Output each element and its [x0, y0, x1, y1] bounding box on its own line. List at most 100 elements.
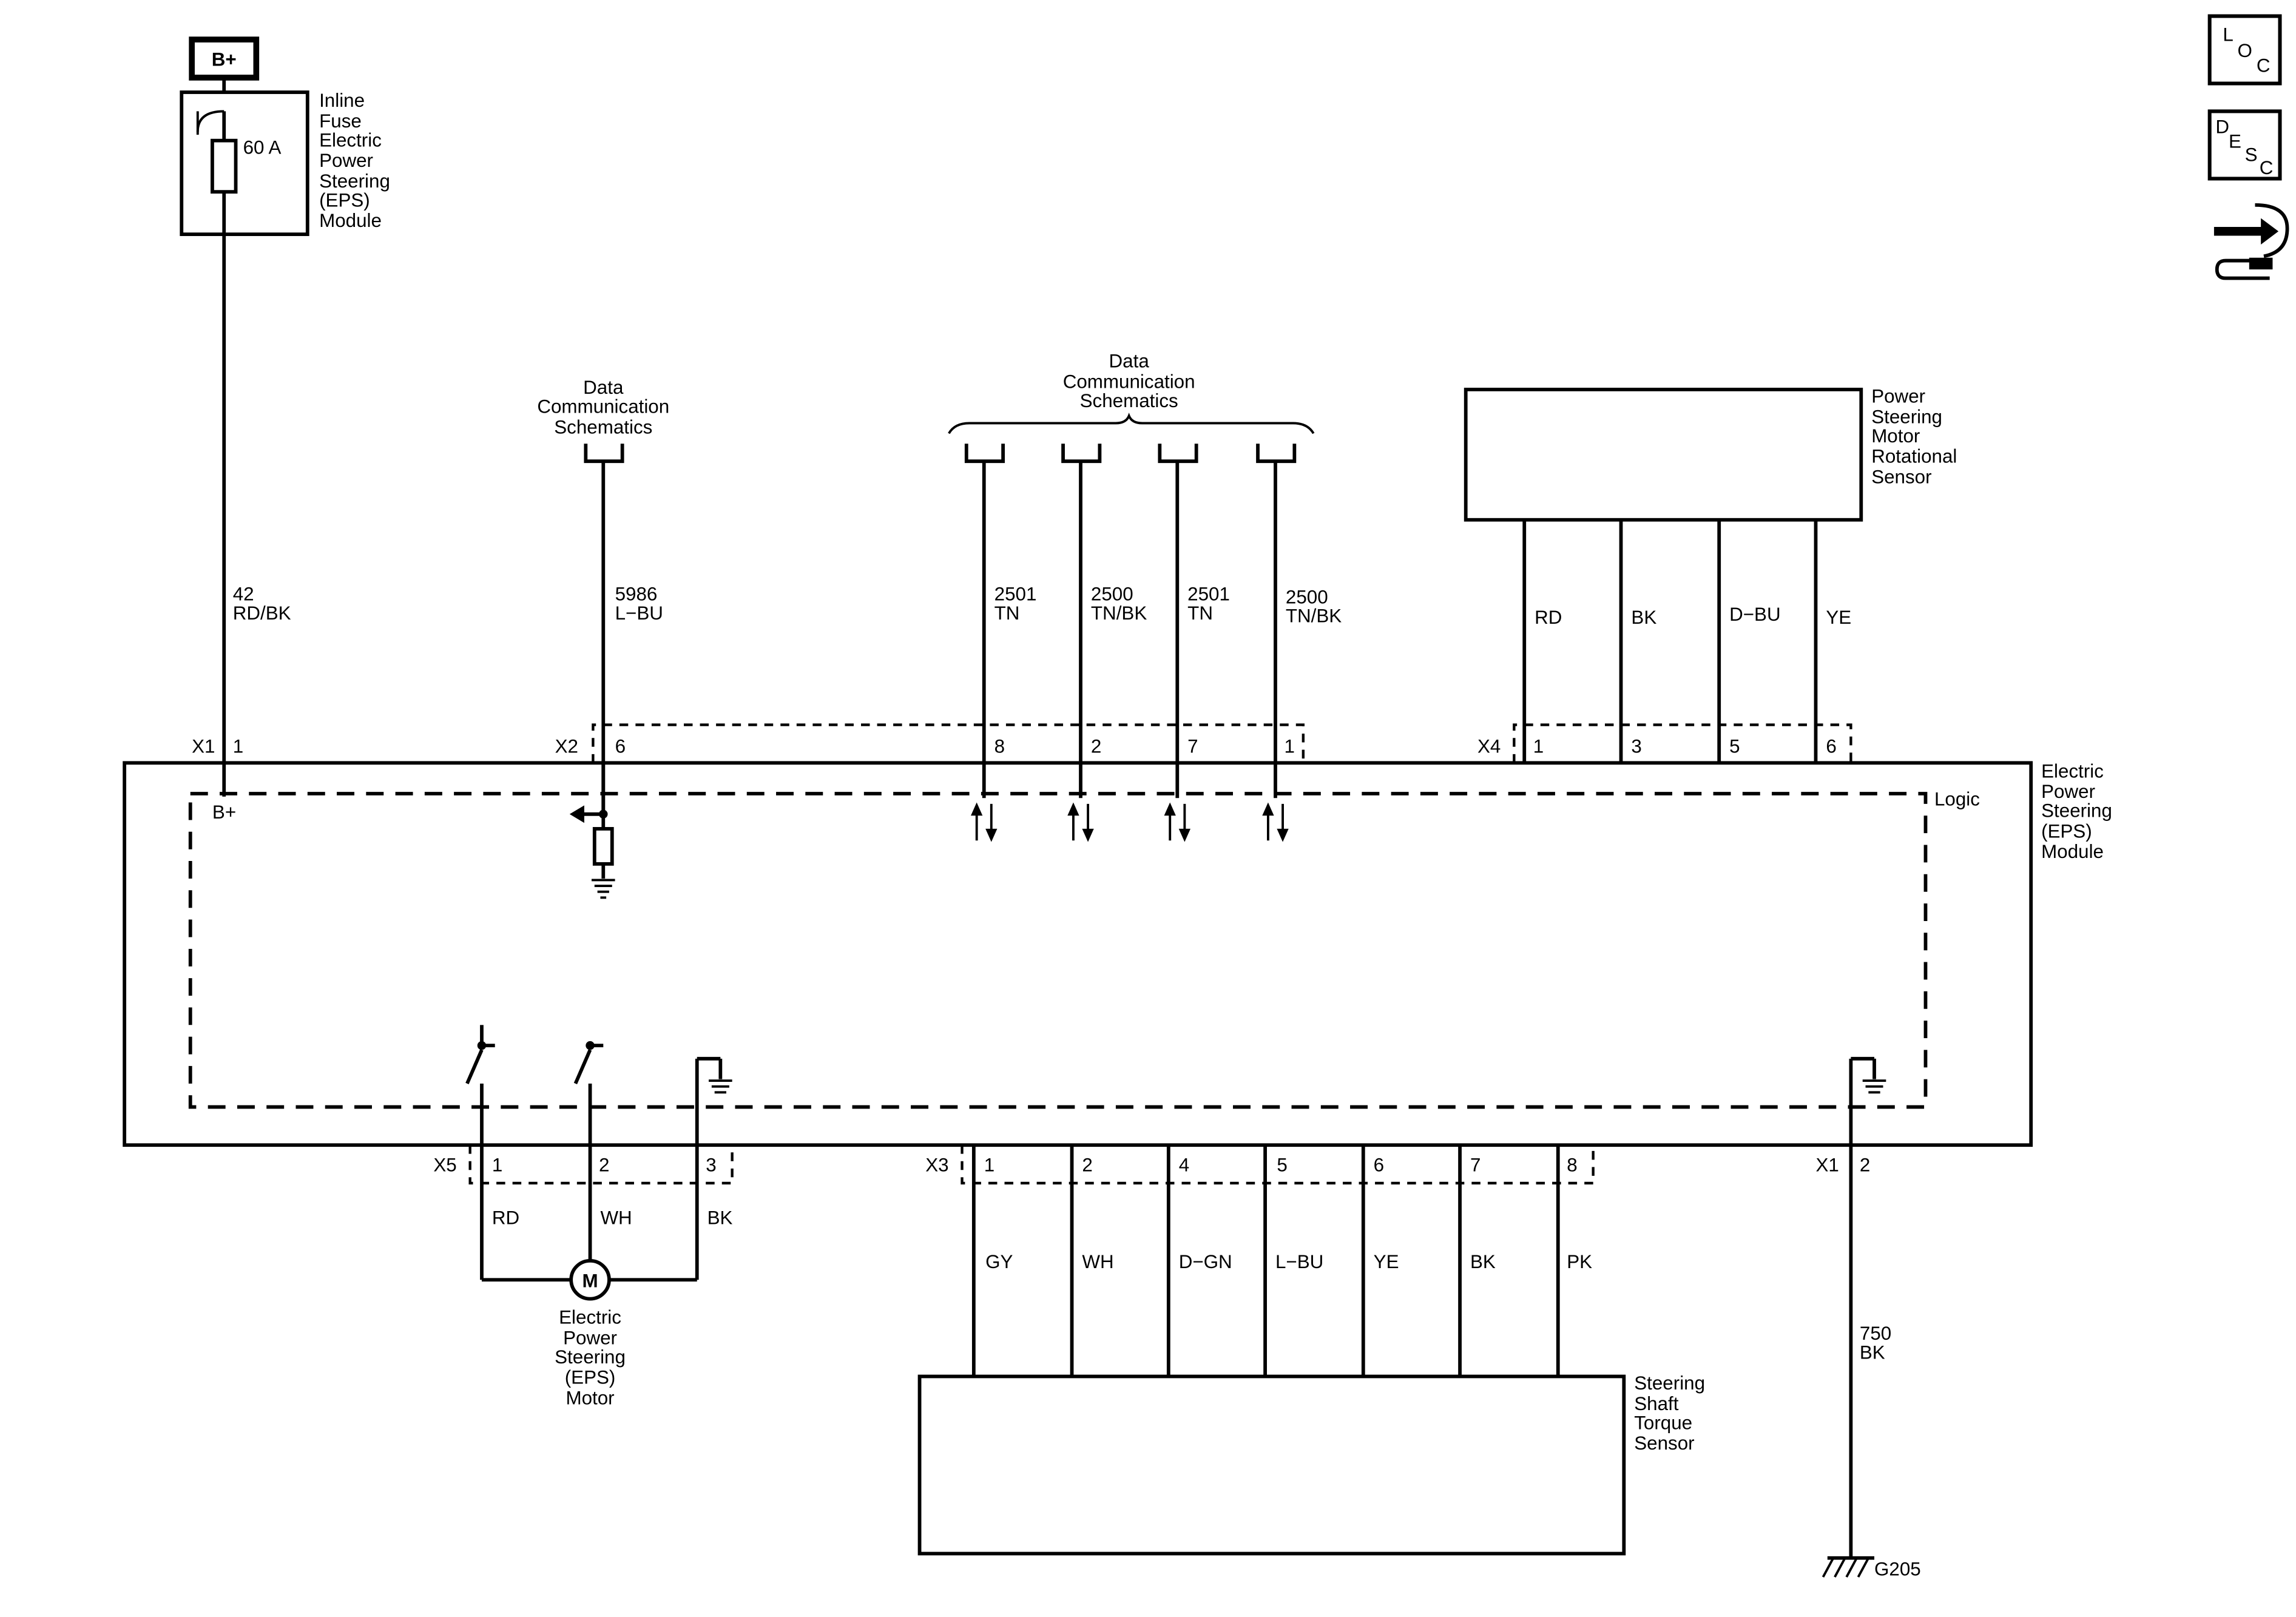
svg-text:BK: BK [1860, 1342, 1885, 1363]
connector-x1-bottom: X1 2 [1815, 1155, 1870, 1176]
bidirectional-arrow-icon [1164, 802, 1191, 842]
svg-text:6: 6 [1374, 1155, 1384, 1176]
svg-text:C: C [2257, 55, 2271, 76]
lin-wire-color: L−BU [615, 603, 663, 624]
motor-driver-switches [465, 1025, 732, 1146]
logic-boundary [188, 792, 1928, 1109]
svg-text:Communication: Communication [537, 396, 669, 417]
svg-text:1: 1 [1284, 735, 1294, 757]
svg-text:WH: WH [600, 1207, 632, 1229]
svg-text:O: O [2238, 40, 2252, 61]
svg-text:3: 3 [706, 1155, 716, 1176]
loc-icon[interactable]: L O C [2207, 14, 2282, 86]
svg-text:2: 2 [1082, 1155, 1092, 1176]
svg-text:2501: 2501 [1187, 583, 1230, 604]
module-ground [1849, 1056, 1886, 1146]
svg-text:2501: 2501 [994, 583, 1037, 604]
svg-text:Electric: Electric [319, 129, 382, 150]
torque-sensor: GY WH D−GN L−BU YE BK PK Steering Shaft … [917, 1145, 1705, 1556]
svg-text:2: 2 [1860, 1155, 1870, 1176]
fuse-name: Inline Fuse Electric Power Steering (EPS… [319, 90, 390, 231]
connector-x5: X5 1 2 3 [433, 1145, 734, 1185]
lin-wire-circuit: 5986 [615, 583, 658, 604]
svg-text:Steering: Steering [1634, 1372, 1705, 1394]
eps-motor: M RD WH BK Electric Power Steering (EPS)… [480, 1145, 733, 1408]
svg-text:2500: 2500 [1286, 586, 1328, 607]
svg-text:Schematics: Schematics [1080, 390, 1178, 411]
svg-text:Power: Power [563, 1327, 617, 1348]
svg-text:Module: Module [2041, 841, 2104, 862]
power-wire-color: RD/BK [233, 603, 291, 624]
svg-text:Motor: Motor [566, 1387, 614, 1408]
desc-icon[interactable]: D E S C [2207, 109, 2282, 181]
svg-text:Schematics: Schematics [554, 416, 652, 437]
svg-text:750: 750 [1860, 1323, 1891, 1344]
svg-text:Module: Module [319, 210, 382, 231]
svg-text:TN/BK: TN/BK [1286, 606, 1342, 627]
svg-text:BK: BK [1470, 1251, 1496, 1272]
svg-text:YE: YE [1374, 1251, 1399, 1272]
svg-text:Torque: Torque [1634, 1412, 1692, 1433]
svg-text:Steering: Steering [319, 170, 390, 192]
connector-x4: X4 1 3 5 6 [1477, 723, 1852, 763]
svg-text:(EPS): (EPS) [565, 1367, 616, 1388]
svg-text:D: D [2215, 116, 2229, 138]
power-wire-circuit: 42 [233, 583, 254, 604]
svg-text:1: 1 [1533, 735, 1544, 757]
eps-module: Logic B+ Electric Power Steering (EPS) M… [123, 760, 2112, 1147]
svg-text:RD: RD [492, 1207, 519, 1229]
svg-text:Inline: Inline [319, 90, 365, 111]
svg-text:PK: PK [1567, 1251, 1592, 1272]
resistor-icon [592, 827, 614, 866]
svg-text:X1: X1 [192, 735, 215, 757]
svg-text:Sensor: Sensor [1871, 466, 1931, 487]
bidirectional-arrow-icon [1262, 802, 1289, 842]
svg-text:3: 3 [1631, 735, 1641, 757]
svg-text:Motor: Motor [1871, 425, 1920, 447]
logic-label: Logic [1934, 788, 1980, 809]
svg-text:7: 7 [1470, 1155, 1481, 1176]
svg-text:RD: RD [1535, 607, 1562, 628]
can-wires: 2501 TN 2500 TN/BK 2501 TN 2500 TN/BK [982, 461, 1342, 798]
svg-text:M: M [582, 1270, 598, 1291]
svg-text:8: 8 [1567, 1155, 1577, 1176]
svg-text:Steering: Steering [555, 1346, 626, 1368]
svg-text:TN: TN [1187, 603, 1213, 624]
svg-text:1: 1 [492, 1155, 502, 1176]
svg-text:8: 8 [994, 735, 1005, 757]
svg-text:Power: Power [2041, 781, 2095, 802]
svg-text:Power: Power [1871, 386, 1925, 407]
svg-text:5: 5 [1729, 735, 1740, 757]
rotational-sensor: Power Steering Motor Rotational Sensor R… [1464, 386, 1957, 763]
svg-text:GY: GY [985, 1251, 1013, 1272]
bidirectional-arrow-icon [1067, 802, 1094, 842]
svg-text:7: 7 [1187, 735, 1198, 757]
svg-text:Data: Data [583, 377, 624, 398]
battery-label: B+ [212, 49, 237, 70]
motor-icon [569, 1258, 611, 1301]
svg-text:Electric: Electric [559, 1307, 621, 1328]
battery-terminal: B+ [189, 36, 260, 93]
module-bplus-label: B+ [212, 802, 236, 823]
svg-text:D−GN: D−GN [1179, 1251, 1232, 1272]
svg-text:TN/BK: TN/BK [1091, 603, 1147, 624]
svg-text:YE: YE [1826, 607, 1851, 628]
ground-g205: 750 BK G205 [1822, 1145, 1921, 1580]
svg-text:1: 1 [984, 1155, 994, 1176]
connector-tool-icon[interactable] [2213, 203, 2289, 280]
svg-text:X3: X3 [925, 1155, 948, 1176]
svg-text:Data: Data [1109, 351, 1150, 372]
svg-text:BK: BK [1631, 607, 1656, 628]
svg-text:(EPS): (EPS) [319, 189, 370, 211]
svg-text:E: E [2229, 131, 2241, 152]
svg-text:L−BU: L−BU [1275, 1251, 1323, 1272]
fuse-icon [211, 138, 238, 194]
svg-text:C: C [2260, 157, 2274, 178]
svg-text:6: 6 [1826, 735, 1836, 757]
svg-text:BK: BK [707, 1207, 733, 1229]
arrow-left-icon [569, 805, 584, 823]
svg-text:Rotational: Rotational [1871, 446, 1957, 467]
svg-text:Steering: Steering [1871, 406, 1942, 427]
